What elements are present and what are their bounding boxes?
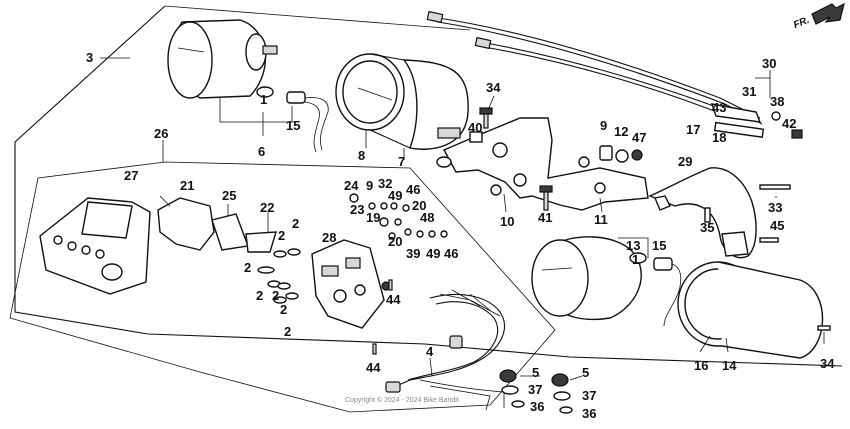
callout-c37b: 37 [582, 388, 596, 403]
callout-c46a: 46 [406, 182, 420, 197]
housing-21 [157, 197, 215, 251]
callout-c1a: 1 [260, 92, 267, 107]
callout-c32: 32 [378, 176, 392, 191]
watermark: Copyright © 2024 - 2024 Bike Bandit [345, 396, 459, 404]
callout-c36a: 36 [530, 399, 544, 414]
callout-c44a: 44 [386, 292, 401, 307]
callout-c28: 28 [322, 230, 336, 245]
callout-c2c: 2 [244, 260, 251, 275]
bolts-upper [469, 107, 553, 211]
callout-c22: 22 [260, 200, 274, 215]
callout-c3: 3 [86, 50, 93, 65]
callout-c7: 7 [398, 154, 405, 169]
callout-c24: 24 [344, 178, 359, 193]
callout-c47: 47 [632, 130, 646, 145]
callout-c16: 16 [694, 358, 708, 373]
callout-c30: 30 [762, 56, 776, 71]
circuit-board-28 [311, 239, 391, 329]
callout-c36b: 36 [582, 406, 596, 421]
callout-c21: 21 [180, 178, 194, 193]
callout-c49a: 49 [388, 188, 402, 203]
meter-case-right [369, 53, 469, 150]
callout-c42: 42 [782, 116, 796, 131]
callout-c2e: 2 [272, 288, 279, 303]
bulb-socket-upper [256, 86, 329, 153]
callout-c5b: 5 [582, 365, 589, 380]
callout-c15a: 15 [286, 118, 300, 133]
callout-c34b: 34 [820, 356, 835, 371]
meter-case-upper [167, 19, 278, 99]
meter-case-lower-left [531, 236, 642, 321]
meter-ring-upper [335, 53, 405, 131]
callout-c14: 14 [722, 358, 737, 373]
bulb-socket-lower [629, 252, 682, 327]
callout-c41: 41 [538, 210, 552, 225]
stay-bracket-29 [648, 167, 757, 259]
screws-44 [372, 279, 393, 355]
callout-c37a: 37 [528, 382, 542, 397]
leader-lines [159, 95, 825, 381]
front-direction-label: FR. [792, 15, 811, 31]
callout-c9a: 9 [600, 118, 607, 133]
callout-c27: 27 [124, 168, 138, 183]
grommets-lower [499, 369, 573, 414]
callout-c12: 12 [614, 124, 628, 139]
callout-c20a: 20 [412, 198, 426, 213]
callout-c38: 38 [770, 94, 784, 109]
callout-c11: 11 [594, 212, 608, 227]
callout-c26: 26 [154, 126, 168, 141]
callout-c31: 31 [742, 84, 756, 99]
callout-c2b: 2 [292, 216, 299, 231]
small-parts-cluster [349, 193, 448, 240]
callout-c10: 10 [500, 214, 514, 229]
callout-c25: 25 [222, 188, 236, 203]
callout-c45: 45 [770, 218, 784, 233]
callout-c8: 8 [358, 148, 365, 163]
callout-c9b: 9 [366, 178, 373, 193]
callout-c13: 13 [626, 238, 640, 253]
callout-c44b: 44 [366, 360, 381, 375]
assembly-boundary-outer [14, 5, 843, 367]
callout-c18: 18 [712, 130, 726, 145]
callout-c1b: 1 [632, 252, 639, 267]
callout-c29: 29 [678, 154, 692, 169]
callout-c35: 35 [700, 220, 714, 235]
callout-c4: 4 [426, 344, 434, 359]
callout-c2d: 2 [256, 288, 263, 303]
bulbs-2 [257, 248, 301, 304]
callout-c2f: 2 [280, 302, 287, 317]
plate-25-22 [211, 213, 277, 253]
callout-c48: 48 [420, 210, 434, 225]
front-direction-arrow [811, 2, 845, 25]
meter-cables [426, 10, 763, 125]
callout-c49b: 49 [426, 246, 440, 261]
callout-c2a: 2 [278, 228, 285, 243]
assembly-boundary-inner [9, 161, 556, 413]
callout-c17: 17 [686, 122, 700, 137]
callout-c2g: 2 [284, 324, 291, 339]
cable-fitting-30 [710, 70, 803, 139]
meter-case-lower-right [717, 261, 831, 359]
bolts-right [704, 184, 791, 243]
callout-c6: 6 [258, 144, 265, 159]
callout-c40: 40 [468, 120, 482, 135]
callout-c43: 43 [712, 100, 726, 115]
callout-c46b: 46 [444, 246, 458, 261]
callout-c39: 39 [406, 246, 420, 261]
callout-c15b: 15 [652, 238, 666, 253]
callout-c34a: 34 [486, 80, 501, 95]
callout-c33: 33 [768, 200, 782, 215]
washers-9-12-47 [599, 145, 643, 163]
indicator-panel-27 [39, 197, 151, 295]
meter-bracket [436, 117, 649, 211]
callout-c19: 19 [366, 210, 380, 225]
callout-c20b: 20 [388, 234, 402, 249]
callout-c23: 23 [350, 202, 364, 217]
callout-c5a: 5 [532, 365, 539, 380]
